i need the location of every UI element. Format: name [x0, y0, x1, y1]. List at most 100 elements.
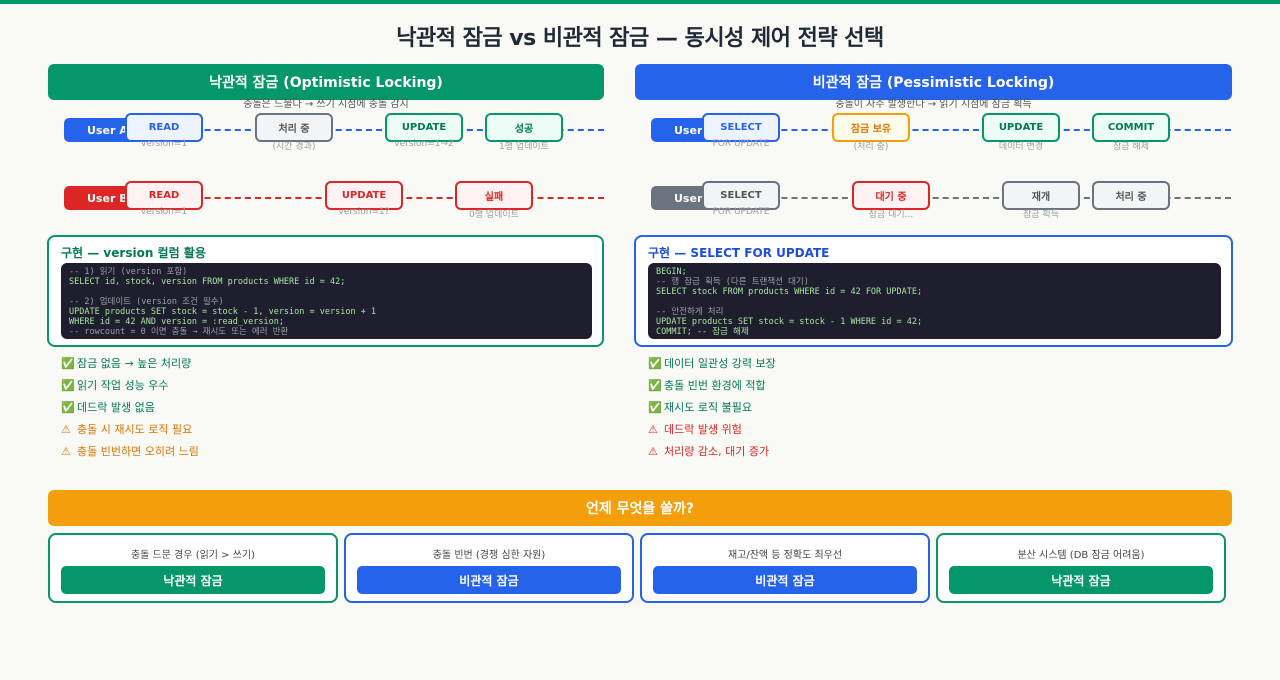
decision-result: 낙관적 잠금	[61, 566, 325, 594]
check-icon: ✅	[648, 378, 662, 392]
con-text: 데드락 발생 위험	[664, 423, 742, 436]
pro-item: ✅ 재시도 로직 불필요	[648, 396, 776, 418]
decision-case: 재고/잔액 등 정확도 최우선	[727, 550, 843, 561]
pro-text: 잠금 없음 → 높은 처리량	[77, 357, 192, 370]
code-line: UPDATE products SET stock = stock - 1 WH…	[656, 317, 923, 327]
pro-item: ✅ 잠금 없음 → 높은 처리량	[61, 352, 199, 374]
code-line: -- 2) 업데이트 (version 조건 필수)	[69, 297, 224, 307]
check-icon: ✅	[648, 356, 662, 370]
optimistic-subtitle: 충돌은 드물다 → 쓰기 시점에 충돌 감지	[243, 99, 409, 110]
optimistic-step-box: 처리 중	[255, 113, 333, 142]
top-accent-bar	[0, 0, 1280, 4]
pro-text: 읽기 작업 성능 우수	[77, 379, 169, 392]
check-icon: ✅	[61, 356, 75, 370]
con-item: ⚠ 데드락 발생 위험	[648, 418, 776, 440]
pro-text: 데이터 일관성 강력 보장	[664, 357, 776, 370]
code-line: UPDATE products SET stock = stock - 1, v…	[69, 307, 377, 317]
pro-item: ✅ 데이터 일관성 강력 보장	[648, 352, 776, 374]
optimistic-step-box: READ	[125, 181, 203, 210]
con-item: ⚠ 충돌 빈번하면 오히려 느림	[61, 440, 199, 462]
decision-case: 충돌 드문 경우 (읽기 > 쓰기)	[130, 550, 256, 561]
optimistic-feature-list: ✅ 잠금 없음 → 높은 처리량✅ 읽기 작업 성능 우수✅ 데드락 발생 없음…	[61, 352, 199, 462]
pessimistic-step-box: SELECT	[702, 181, 780, 210]
check-icon: ✅	[61, 400, 75, 414]
warning-icon: ⚠	[61, 422, 71, 436]
code-line: -- 1) 읽기 (version 포함)	[69, 267, 188, 277]
decision-card: 충돌 빈번 (경쟁 심한 자원) 비관적 잠금	[344, 533, 634, 603]
pessimistic-step-box: 잠금 보유	[832, 113, 910, 142]
code-line: -- 안전하게 처리	[656, 307, 724, 317]
pessimistic-column: 비관적 잠금 (Pessimistic Locking) 충돌이 자주 발생한다…	[634, 64, 1233, 458]
optimistic-step-note: 1행 업데이트	[499, 142, 549, 152]
optimistic-step-note: version=1?	[338, 207, 390, 217]
decision-card: 충돌 드문 경우 (읽기 > 쓰기) 낙관적 잠금	[48, 533, 338, 603]
decision-result: 비관적 잠금	[653, 566, 917, 594]
con-item: ⚠ 처리량 감소, 대기 증가	[648, 440, 776, 462]
optimistic-header: 낙관적 잠금 (Optimistic Locking)	[48, 64, 604, 100]
warning-icon: ⚠	[61, 444, 71, 458]
pessimistic-feature-list: ✅ 데이터 일관성 강력 보장✅ 충돌 빈번 환경에 적합✅ 재시도 로직 불필…	[648, 352, 776, 462]
pessimistic-step-box: UPDATE	[982, 113, 1060, 142]
code-line	[69, 287, 584, 297]
code-line: WHERE id = 42 AND version = :read_versio…	[69, 317, 284, 327]
optimistic-implementation-title: 구현 — version 컬럼 활용	[61, 246, 206, 260]
pessimistic-step-note: FOR UPDATE	[712, 139, 770, 149]
pessimistic-step-box: 대기 중	[852, 181, 930, 210]
page-title: 낙관적 잠금 vs 비관적 잠금 — 동시성 제어 전략 선택	[396, 26, 884, 51]
code-line: SELECT stock FROM products WHERE id = 42…	[656, 287, 923, 297]
con-item: ⚠ 충돌 시 재시도 로직 필요	[61, 418, 199, 440]
optimistic-step-note: version=1→2	[394, 139, 454, 149]
decision-result: 비관적 잠금	[357, 566, 621, 594]
pessimistic-step-note: (처리 중)	[853, 142, 889, 152]
con-text: 충돌 빈번하면 오히려 느림	[77, 445, 199, 458]
decision-case: 분산 시스템 (DB 잠금 어려움)	[1017, 550, 1145, 561]
optimistic-column: 낙관적 잠금 (Optimistic Locking) 충돌은 드물다 → 쓰기…	[47, 64, 604, 458]
optimistic-step-note: version=1	[140, 207, 188, 217]
optimistic-step-box: UPDATE	[385, 113, 463, 142]
pessimistic-implementation-title: 구현 — SELECT FOR UPDATE	[648, 246, 830, 260]
code-line	[656, 297, 1213, 307]
pessimistic-code-block: BEGIN;-- 행 잠금 획득 (다른 트랜잭션 대기)SELECT stoc…	[648, 263, 1221, 339]
check-icon: ✅	[61, 378, 75, 392]
pessimistic-step-box: SELECT	[702, 113, 780, 142]
decision-card: 분산 시스템 (DB 잠금 어려움) 낙관적 잠금	[936, 533, 1226, 603]
optimistic-step-box: 실패	[455, 181, 533, 210]
optimistic-step-box: UPDATE	[325, 181, 403, 210]
pro-text: 데드락 발생 없음	[77, 401, 155, 414]
pessimistic-step-note: 잠금 대기...	[868, 210, 914, 220]
pro-text: 재시도 로직 불필요	[664, 401, 752, 414]
pessimistic-step-box: COMMIT	[1092, 113, 1170, 142]
optimistic-step-note: (시간 경과)	[272, 142, 316, 152]
code-line: -- rowcount = 0 이면 충돌 → 재시도 또는 에러 반환	[69, 327, 289, 337]
decision-case: 충돌 빈번 (경쟁 심한 자원)	[432, 550, 546, 561]
optimistic-step-note: version=1	[140, 139, 188, 149]
pro-text: 충돌 빈번 환경에 적합	[664, 379, 766, 392]
optimistic-code-block: -- 1) 읽기 (version 포함)SELECT id, stock, v…	[61, 263, 592, 339]
optimistic-step-box: 성공	[485, 113, 563, 142]
pessimistic-subtitle: 충돌이 자주 발생한다 → 읽기 시점에 잠금 획득	[835, 99, 1032, 110]
decision-header: 언제 무엇을 쓸까?	[48, 490, 1232, 526]
optimistic-implementation-box: 구현 — version 컬럼 활용 -- 1) 읽기 (version 포함)…	[47, 235, 604, 347]
con-text: 충돌 시 재시도 로직 필요	[77, 423, 193, 436]
pessimistic-step-note: 잠금 획득	[1023, 210, 1059, 220]
pessimistic-lane-connector	[731, 197, 1231, 199]
optimistic-step-note: 0행 업데이트	[469, 210, 519, 220]
con-text: 처리량 감소, 대기 증가	[664, 445, 770, 458]
code-line: COMMIT; -- 잠금 해제	[656, 327, 749, 337]
optimistic-step-box: READ	[125, 113, 203, 142]
code-line: SELECT id, stock, version FROM products …	[69, 277, 346, 287]
decision-result: 낙관적 잠금	[949, 566, 1213, 594]
optimistic-lane-connector	[144, 129, 604, 131]
pessimistic-step-note: FOR UPDATE	[712, 207, 770, 217]
check-icon: ✅	[648, 400, 662, 414]
warning-icon: ⚠	[648, 444, 658, 458]
pro-item: ✅ 읽기 작업 성능 우수	[61, 374, 199, 396]
pessimistic-step-note: 데이터 변경	[998, 142, 1044, 152]
pessimistic-step-note: 잠금 해제	[1113, 142, 1149, 152]
code-line: -- 행 잠금 획득 (다른 트랜잭션 대기)	[656, 277, 809, 287]
code-line: BEGIN;	[656, 267, 687, 277]
